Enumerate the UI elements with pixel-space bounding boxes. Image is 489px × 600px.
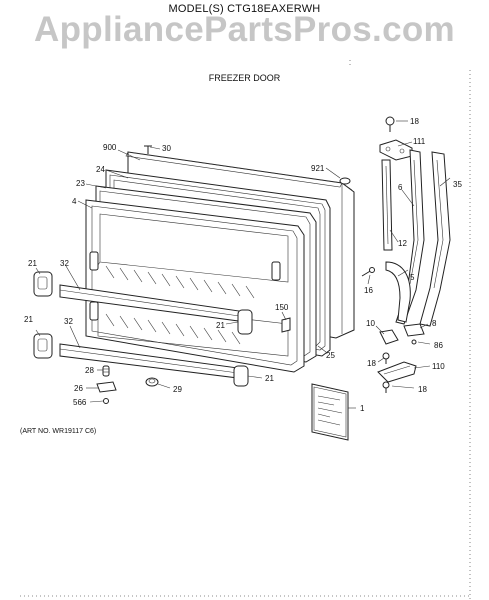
callout-21-left-upper: 21: [28, 259, 37, 268]
callout-30: 30: [162, 144, 171, 153]
plate-26: [96, 381, 117, 393]
callout-16: 16: [364, 286, 373, 295]
end-cap-left-upper: [33, 271, 53, 297]
model-title: MODEL(S) CTG18EAXERWH: [168, 3, 321, 15]
callout-4: 4: [72, 197, 77, 206]
upper-shelf-ribs: [105, 265, 255, 299]
callout-110: 110: [432, 362, 445, 371]
callout-18-mid: 18: [367, 359, 376, 368]
callout-18-bottom: 18: [418, 385, 427, 394]
lower-shelf-ribs: [105, 313, 241, 345]
end-cap-right-upper: [237, 309, 253, 335]
callout-150: 150: [275, 303, 289, 312]
callout-labels: 900 30 24 23 4 921 18 111 6 35 12 5 16 2…: [24, 117, 462, 413]
screw-18-bottom-icon: [382, 381, 390, 393]
callout-86: 86: [434, 341, 443, 350]
spring-28: [102, 365, 110, 377]
callout-32-upper: 32: [60, 259, 69, 268]
callout-25: 25: [326, 351, 335, 360]
watermark: AppliancePartsPros.com: [34, 10, 455, 49]
callout-28: 28: [85, 366, 94, 375]
bracket-8: [403, 323, 425, 337]
bracket-10: [379, 329, 399, 345]
label-150: [281, 317, 291, 333]
callout-12: 12: [398, 239, 407, 248]
page-border: [20, 60, 471, 600]
handle-cover: [419, 151, 451, 327]
screw-16-icon: [361, 267, 375, 277]
inner-door-liner: [85, 199, 305, 373]
door-plug: [339, 177, 351, 185]
callout-1: 1: [360, 404, 365, 413]
callout-10: 10: [366, 319, 375, 328]
callout-21-right-upper: 21: [216, 321, 225, 330]
door-handle: [395, 149, 425, 325]
screw-30-icon: [144, 145, 152, 154]
leader-lines: [35, 120, 451, 409]
top-hinge: [379, 139, 413, 161]
callout-23: 23: [76, 179, 85, 188]
callout-18-top: 18: [410, 117, 419, 126]
callout-21-right-lower: 21: [265, 374, 274, 383]
callout-6: 6: [398, 183, 403, 192]
screw-566-icon: [103, 398, 109, 404]
callout-21-left-lower: 21: [24, 315, 33, 324]
callout-921: 921: [311, 164, 325, 173]
callout-111: 111: [413, 137, 426, 146]
end-cap-right-lower: [233, 365, 249, 387]
diagram-subtitle: FREEZER DOOR: [208, 73, 281, 83]
screw-18-mid-icon: [382, 352, 390, 364]
screw-top-icon: [385, 116, 395, 132]
callout-29: 29: [173, 385, 182, 394]
screw-86-icon: [411, 339, 417, 345]
art-number: (ART NO. WR19117 C6): [20, 428, 97, 435]
callout-26: 26: [74, 384, 83, 393]
callout-566: 566: [73, 398, 87, 407]
callout-32-lower: 32: [64, 317, 73, 326]
manual-booklet: [311, 383, 349, 441]
callout-900: 900: [103, 143, 117, 152]
grommet-29: [145, 377, 159, 387]
callout-5: 5: [410, 273, 415, 282]
trim-strip: [381, 159, 393, 251]
callout-35: 35: [453, 180, 462, 189]
handle-end: [385, 261, 411, 323]
bottom-hinge: [377, 361, 417, 383]
callout-8: 8: [432, 319, 437, 328]
end-cap-left-lower: [33, 333, 53, 359]
callout-24: 24: [96, 165, 105, 174]
